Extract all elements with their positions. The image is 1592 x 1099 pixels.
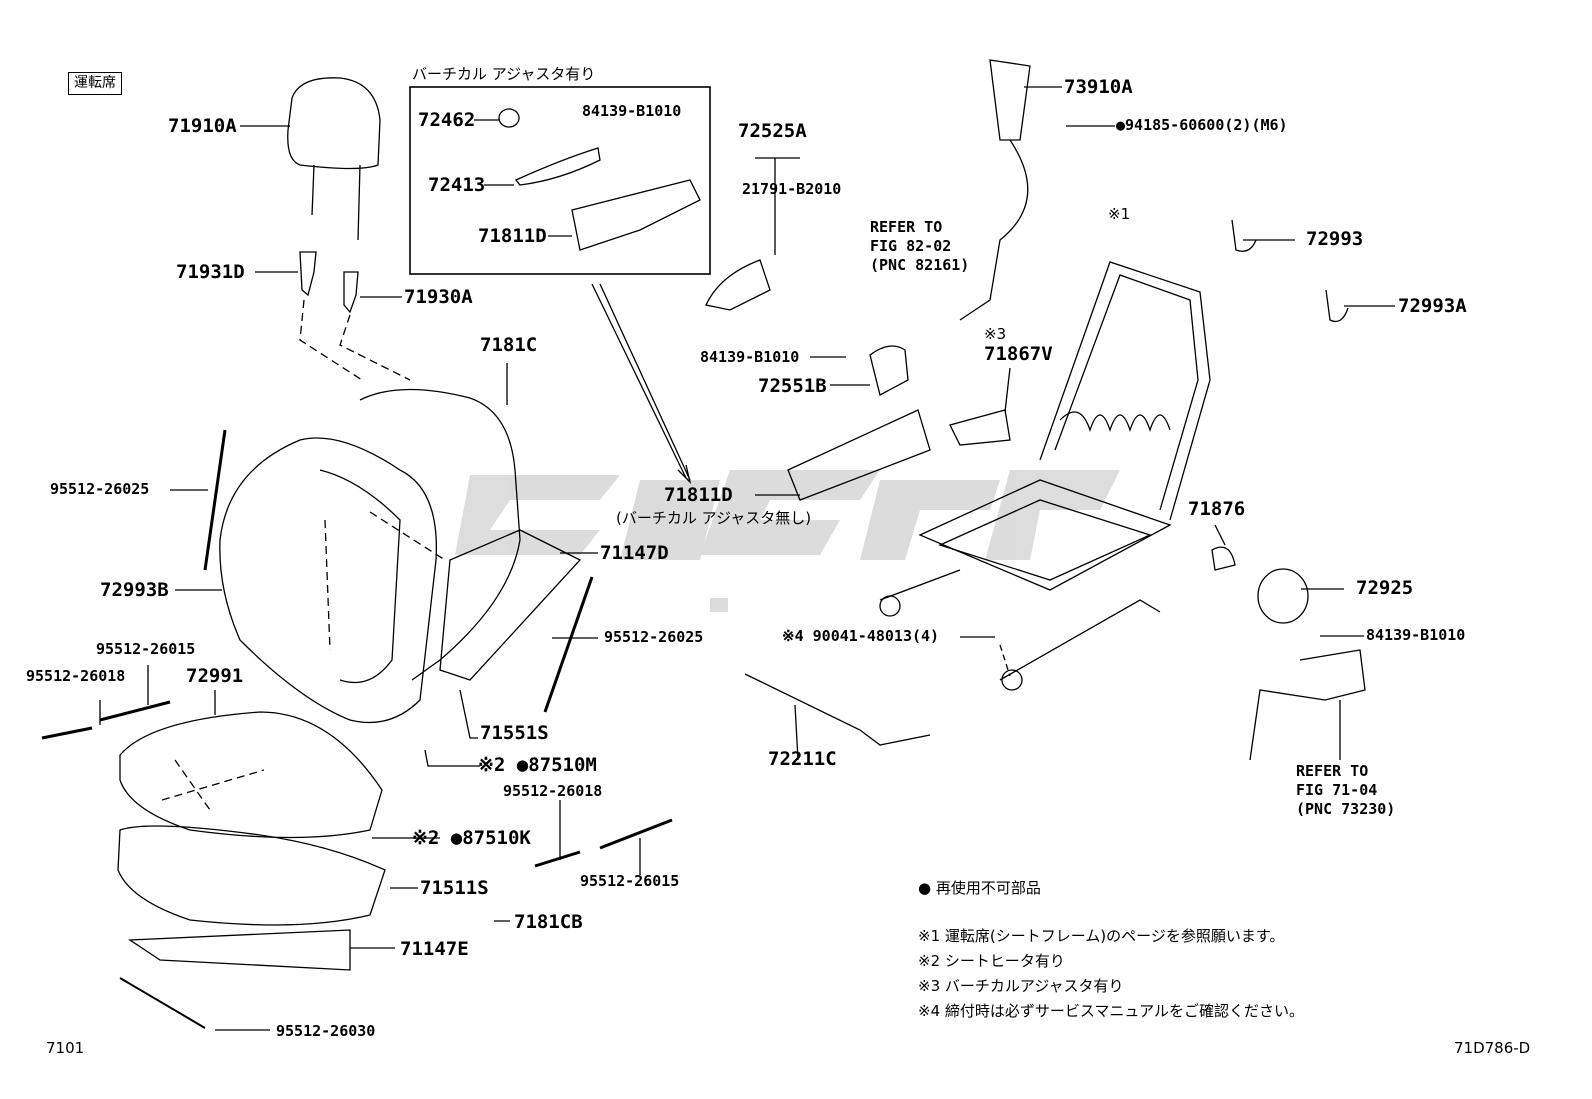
note-71811D-lower: (バーチカル アジャスタ無し): [616, 509, 812, 527]
label-72413: 72413: [428, 174, 486, 196]
label-72551B: 72551B: [758, 375, 827, 397]
label-72993A: 72993A: [1398, 295, 1467, 317]
label-95512-26018-left: 95512-26018: [26, 667, 126, 685]
label-71910A: 71910A: [168, 115, 237, 137]
note-non-reusable: ● 再使用不可部品: [918, 879, 1041, 897]
label-84139-B1010-mid: 84139-B1010: [700, 348, 800, 366]
label-71931D: 71931D: [176, 261, 245, 283]
label-72991: 72991: [186, 665, 244, 687]
inset-box: [409, 86, 711, 275]
label-71511S: 71511S: [420, 877, 489, 899]
label-71867V: 71867V: [984, 343, 1053, 365]
label-95512-26015-right: 95512-26015: [580, 872, 680, 890]
label-94185-60600: ●94185-60600(2)(M6): [1116, 116, 1288, 134]
label-87510M: ※2 ●87510M: [478, 754, 597, 776]
label-71876: 71876: [1188, 498, 1246, 520]
label-71930A: 71930A: [404, 286, 473, 308]
watermark-logo: [455, 470, 1120, 612]
mark-3: ※3: [984, 325, 1007, 343]
label-72211C: 72211C: [768, 748, 837, 770]
headrest-drawing: [287, 77, 381, 314]
label-71147E: 71147E: [400, 938, 469, 960]
inset-caption: バーチカル アジャスタ有り: [412, 65, 596, 83]
note-4: ※4 締付時は必ずサービスマニュアルをご確認ください。: [918, 1002, 1304, 1020]
page-code: 7101: [46, 1039, 85, 1057]
label-7181CB: 7181CB: [514, 911, 583, 933]
label-21791-B2010: 21791-B2010: [742, 180, 842, 198]
frame-drawing: [879, 261, 1211, 691]
label-71811D-lower: 71811D: [664, 484, 733, 506]
label-95512-26025-left: 95512-26025: [50, 480, 150, 498]
label-84139-B1010-right: 84139-B1010: [1366, 626, 1466, 644]
label-87510K: ※2 ●87510K: [412, 827, 531, 849]
label-95512-26030: 95512-26030: [276, 1022, 376, 1040]
label-84139-B1010-inset: 84139-B1010: [582, 102, 682, 120]
label-72462: 72462: [418, 109, 476, 131]
label-73910A: 73910A: [1064, 76, 1133, 98]
label-71147D: 71147D: [600, 542, 669, 564]
label-72993B: 72993B: [100, 579, 169, 601]
label-90041-48013: ※4 90041-48013(4): [782, 627, 940, 645]
seat-tag: 運転席: [68, 72, 122, 96]
label-7181C: 7181C: [480, 334, 538, 356]
label-72925: 72925: [1356, 577, 1414, 599]
label-95512-26015-left: 95512-26015: [96, 640, 196, 658]
label-95512-26025-right: 95512-26025: [604, 628, 704, 646]
seatback-drawing: [219, 388, 582, 724]
label-71811D-inset: 71811D: [478, 225, 547, 247]
label-72525A: 72525A: [738, 120, 807, 142]
label-72993: 72993: [1306, 228, 1364, 250]
cushion-drawing: [117, 711, 386, 971]
note-1: ※1 運転席(シートフレーム)のページを参照願います。: [918, 927, 1285, 945]
note-3: ※3 バーチカルアジャスタ有り: [918, 977, 1124, 995]
note-2: ※2 シートヒータ有り: [918, 952, 1065, 970]
diagram-code: 71D786-D: [1454, 1039, 1531, 1057]
label-95512-26018-right: 95512-26018: [503, 782, 603, 800]
label-71551S: 71551S: [480, 722, 549, 744]
mark-1: ※1: [1108, 205, 1131, 223]
